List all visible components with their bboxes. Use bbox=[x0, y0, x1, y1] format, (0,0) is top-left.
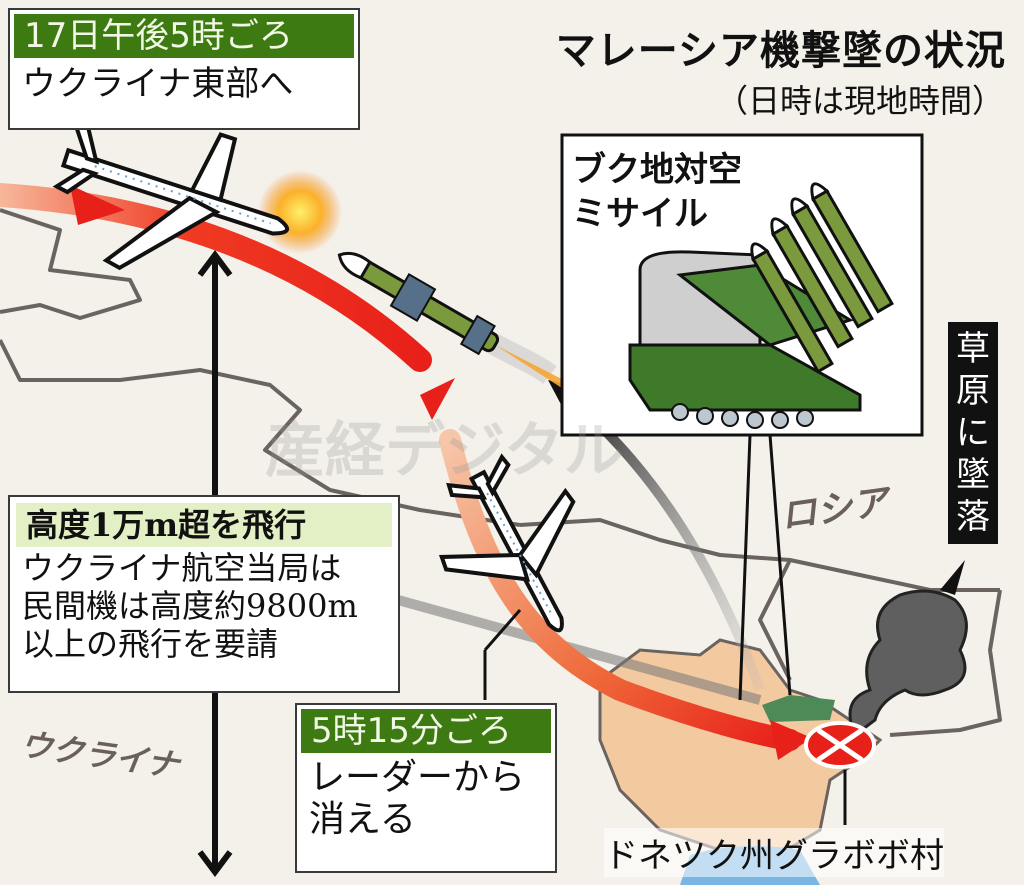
crash-site-marker bbox=[804, 721, 876, 825]
page-subtitle: （日時は現地時間） bbox=[715, 82, 1004, 120]
crash-callout-char: 草 bbox=[956, 329, 990, 369]
crash-callout-char: 原 bbox=[956, 371, 990, 411]
missile-in-flight bbox=[337, 251, 567, 389]
radar-line-2: 消える bbox=[309, 799, 416, 840]
altitude-heading: 高度1万m超を飛行 bbox=[16, 503, 392, 547]
airplane-lower bbox=[438, 453, 576, 633]
crash-callout-char: に bbox=[956, 413, 990, 453]
missile-label-line1: ブク地対空 bbox=[572, 150, 742, 190]
start-time-body: ウクライナ東部へ bbox=[22, 64, 294, 104]
flight-path-upper bbox=[0, 183, 432, 372]
flight-path-lower bbox=[439, 429, 801, 751]
start-time-heading: 17日午後5時ごろ bbox=[14, 14, 354, 58]
radar-box: 5時15分ごろ レーダーから 消える bbox=[295, 703, 557, 873]
airplane-upper bbox=[52, 115, 289, 271]
radar-heading: 5時15分ごろ bbox=[301, 709, 551, 753]
crash-callout: 草 原 に 墜 落 bbox=[948, 322, 998, 544]
explosion bbox=[258, 170, 342, 254]
missile-label-line2: ミサイル bbox=[572, 194, 708, 234]
altitude-line-3: 以上の飛行を要請 bbox=[22, 625, 279, 663]
altitude-line-2: 民間機は高度約9800m bbox=[22, 587, 358, 625]
start-time-box: 17日午後5時ごろ ウクライナ東部へ bbox=[8, 8, 360, 130]
altitude-line-1: ウクライナ航空当局は bbox=[22, 549, 342, 587]
altitude-box: 高度1万m超を飛行 ウクライナ航空当局は 民間機は高度約9800m 以上の飛行を… bbox=[8, 495, 400, 693]
watermark: 産経デジタル bbox=[265, 416, 624, 486]
buk-launcher-illustration bbox=[628, 182, 894, 429]
missile-label: ブク地対空 ミサイル bbox=[572, 148, 742, 236]
crash-site-label: ドネツク州グラボボ村 bbox=[604, 828, 944, 877]
smoke-cloud bbox=[848, 589, 968, 738]
crash-callout-char: 墜 bbox=[956, 455, 990, 495]
radar-line-1: レーダーから bbox=[309, 757, 526, 798]
crash-callout-char: 落 bbox=[956, 497, 990, 537]
missile-launch-area bbox=[762, 695, 835, 722]
page-title: マレーシア機撃墜の状況 bbox=[555, 28, 1006, 74]
